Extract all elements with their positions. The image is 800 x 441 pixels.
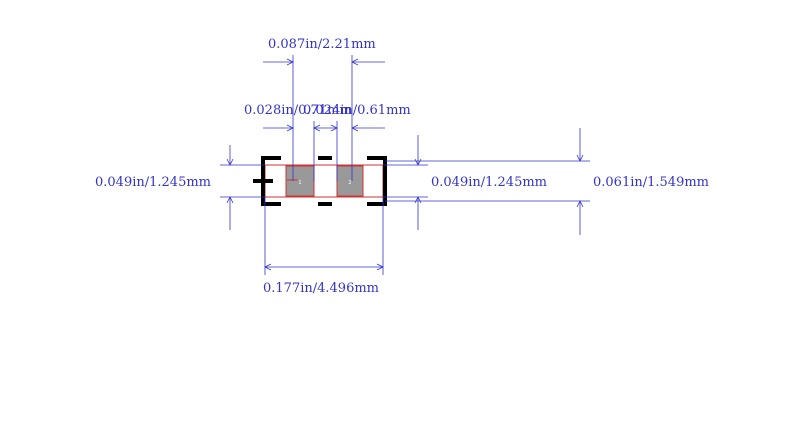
dimension-outer-height-label: 0.061in/1.549mm [593,175,709,190]
dimension-left-height-label: 0.049in/1.245mm [95,175,211,190]
dimension-pad: 0.028in/0.71mm 0.024in/0.61mm [244,103,411,181]
silk-right-bracket [367,156,387,206]
dimension-top-span: 0.087in/2.21mm [263,37,385,181]
pad-2-label: 2 [348,180,351,186]
dimension-right-height: 0.049in/1.245mm [383,135,547,230]
dimension-pad-width-label: 0.028in/0.71mm [244,103,352,118]
pad-2 [336,165,364,197]
component-body: 1 2 [264,164,384,198]
silkscreen-outline [253,156,387,206]
dimension-overall-length-label: 0.177in/4.496mm [263,281,379,296]
pad-1-label: 1 [298,180,301,186]
dimension-top-span-label: 0.087in/2.21mm [268,37,376,52]
dimension-right-height-label: 0.049in/1.245mm [431,175,547,190]
dimension-left-height: 0.049in/1.245mm [95,145,265,230]
dimension-outer-height: 0.061in/1.549mm [385,128,709,235]
pad-1 [285,165,315,197]
body-outline [264,164,384,198]
dimension-overall-length: 0.177in/4.496mm [263,197,384,296]
dimension-pad-gap-label: 0.024in/0.61mm [303,103,411,118]
